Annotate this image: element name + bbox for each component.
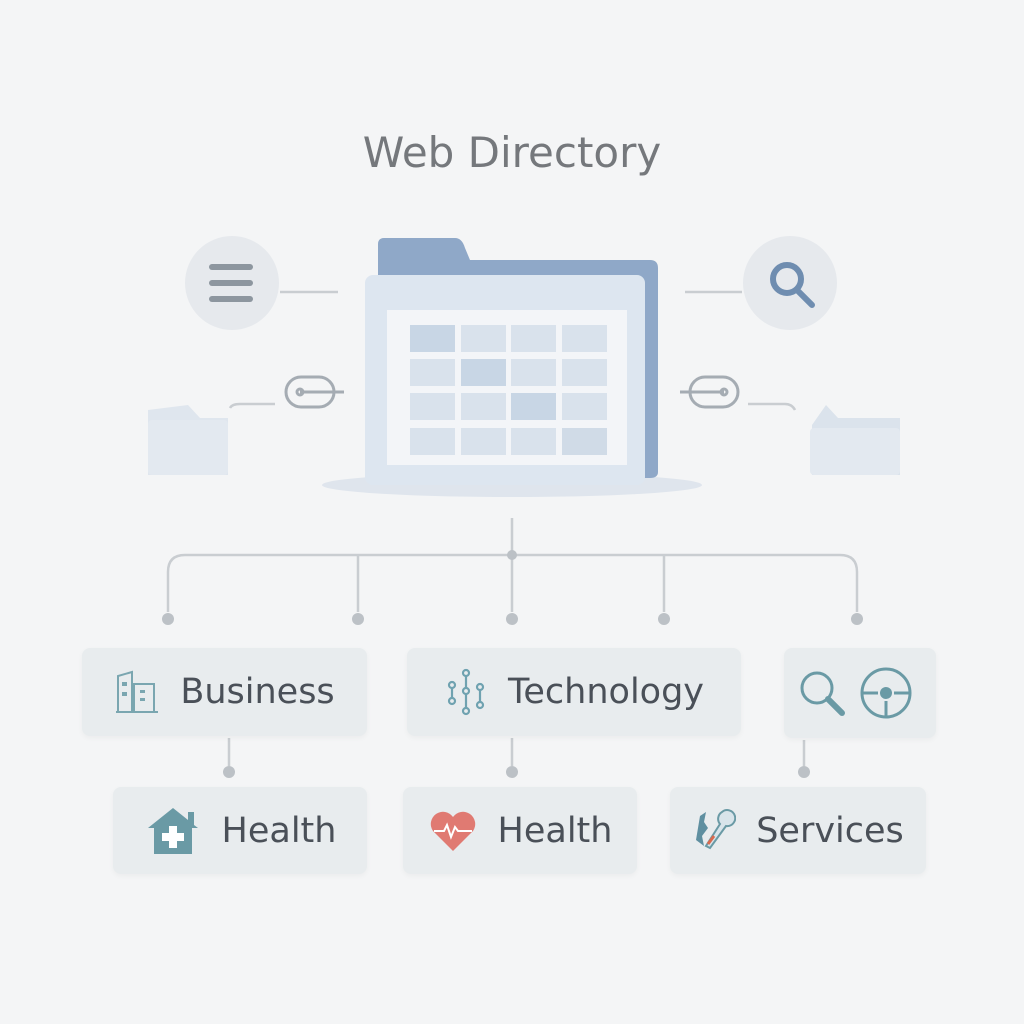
category-business[interactable]: Business: [82, 648, 367, 736]
search-icon: [743, 236, 837, 330]
connector-dots: [162, 550, 863, 778]
category-technology[interactable]: Technology: [407, 648, 741, 736]
category-label: Services: [756, 810, 904, 851]
category-label: Health: [497, 810, 613, 851]
category-label: Business: [180, 672, 335, 712]
tools-icon: [692, 806, 737, 856]
category-search-explore[interactable]: [784, 648, 936, 738]
link-icon: [284, 375, 344, 409]
menu-icon: [185, 236, 279, 330]
target-icon: [858, 665, 914, 721]
circuit-icon: [444, 667, 488, 717]
link-icon: [680, 375, 740, 409]
category-health[interactable]: Health: [113, 787, 367, 874]
medical-house-icon: [144, 806, 202, 856]
heart-pulse-icon: [428, 809, 478, 853]
category-health-2[interactable]: Health: [403, 787, 637, 874]
page-title: Web Directory: [362, 128, 662, 177]
category-label: Technology: [507, 672, 705, 712]
category-label: Health: [221, 810, 337, 851]
magnifier-icon: [796, 667, 848, 719]
building-icon: [114, 670, 160, 714]
folder-icon: [148, 405, 228, 475]
category-services[interactable]: Services: [670, 787, 926, 874]
directory-grid: [410, 325, 607, 455]
directory-folder-icon: [322, 238, 702, 497]
folder-icon: [810, 405, 900, 475]
